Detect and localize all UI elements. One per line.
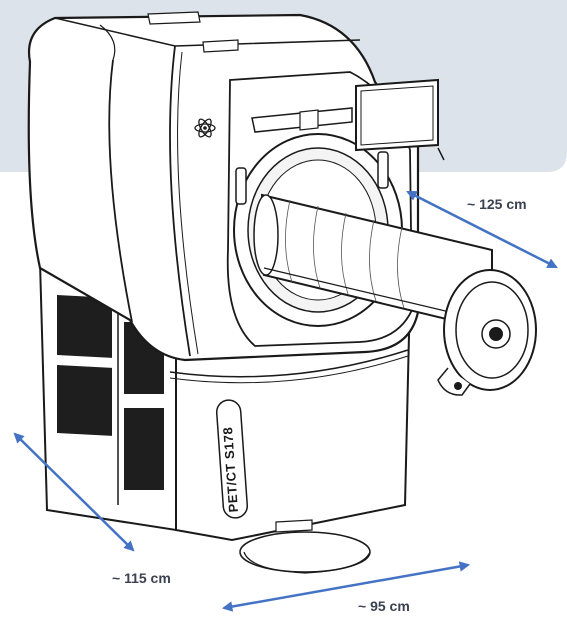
indicator-bar-right: [377, 151, 389, 189]
atom-logo-icon: [194, 118, 216, 138]
vent-panel: [124, 408, 164, 490]
width-dimension-arrow: [13, 432, 135, 552]
depth-dimension-label: ~ 125 cm: [467, 196, 527, 212]
vent-panel: [57, 364, 112, 436]
patient-table: [253, 193, 537, 396]
control-monitor: [355, 78, 445, 161]
width-dimension-label: ~ 115 cm: [112, 570, 171, 586]
indicator-bar-left: [235, 167, 247, 205]
height-dimension-label: ~ 95 cm: [358, 598, 410, 614]
device-side-label: PET/CT S178: [220, 426, 241, 513]
height-dimension-arrow: [221, 561, 471, 612]
depth-dimension-arrow: [406, 190, 558, 269]
vent-panel: [57, 294, 112, 358]
